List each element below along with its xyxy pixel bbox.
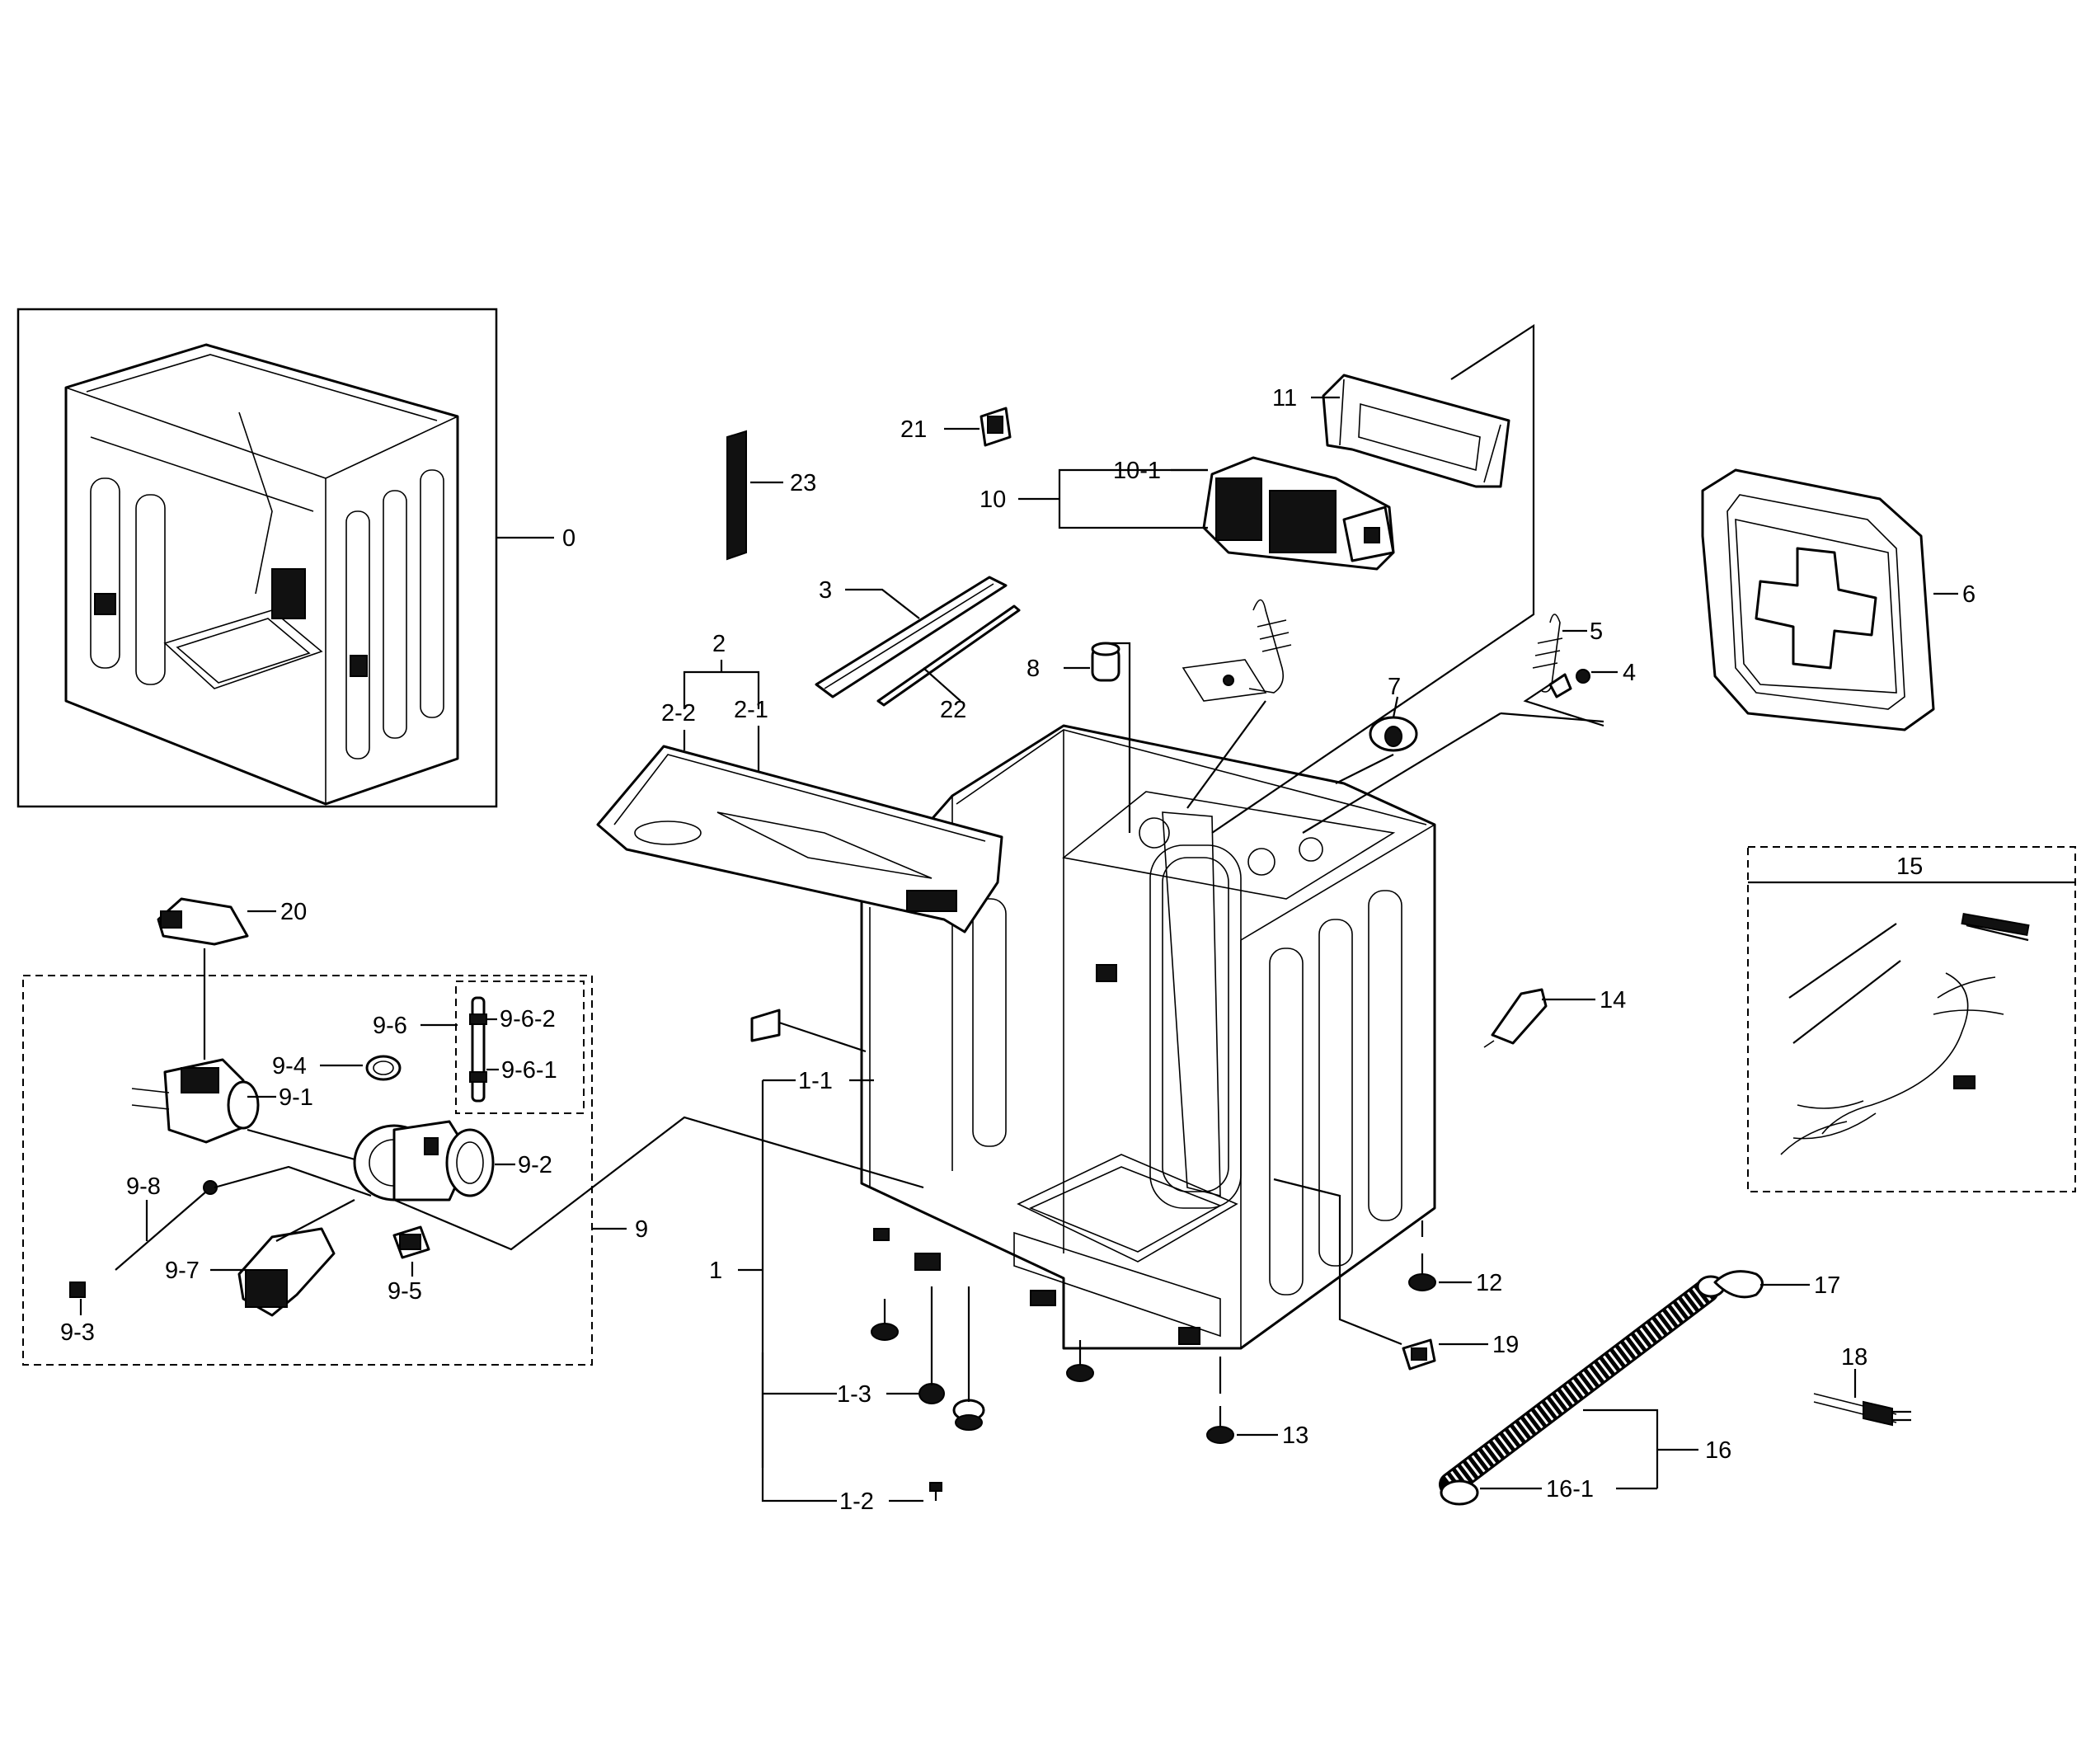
pump-motor-part-9-1 [131, 1058, 260, 1144]
leader-3 [845, 588, 920, 619]
wiring-harness-illustration [1780, 912, 2030, 1155]
o-ring-part-9-4 [365, 1055, 402, 1081]
valve-part-14 [1483, 988, 1548, 1048]
bushing-part-7 [1369, 716, 1418, 752]
label-9-3: 9-3 [60, 1319, 95, 1346]
label-20: 20 [280, 899, 307, 925]
damper-part-8 [1091, 642, 1120, 682]
connector-part-9-5 [392, 1225, 430, 1259]
label-15: 15 [1896, 854, 1923, 880]
label-18: 18 [1841, 1344, 1867, 1371]
clamp-part-9-3 [69, 1281, 86, 1298]
label-4: 4 [1623, 660, 1636, 686]
label-8: 8 [1027, 656, 1040, 682]
hose-end-part-17 [1713, 1270, 1764, 1299]
leader-group-line [1211, 323, 1535, 834]
label-0: 0 [562, 525, 576, 552]
label-9-1: 9-1 [279, 1084, 313, 1111]
label-17: 17 [1814, 1272, 1840, 1299]
label-13: 13 [1282, 1423, 1308, 1449]
foot-part-12 [1408, 1220, 1436, 1291]
leader-16 [1583, 1408, 1659, 1488]
label-6: 6 [1962, 581, 1976, 608]
cover-part-20 [157, 897, 249, 946]
hose-part-9-6 [469, 996, 487, 1103]
wiring-group-box [1747, 846, 2076, 1192]
label-9-6-1: 9-6-1 [501, 1057, 557, 1084]
label-9-6: 9-6 [373, 1013, 407, 1039]
module-part-10 [1202, 456, 1395, 571]
screw-part-4 [1548, 669, 1590, 698]
foot-parts [871, 1286, 1094, 1501]
label-1: 1 [709, 1258, 722, 1284]
label-22: 22 [940, 697, 966, 723]
label-2-2: 2-2 [661, 700, 696, 727]
filter-part-23 [726, 430, 747, 561]
pump-group-box [22, 975, 593, 1366]
cabinet-frame-illustration [860, 724, 1436, 1350]
label-10-1: 10-1 [1113, 458, 1161, 484]
assembly-inset-frame [16, 308, 498, 808]
power-cord-part-18 [1813, 1393, 1911, 1427]
top-front-panel-illustration [596, 745, 1003, 933]
label-12: 12 [1476, 1270, 1502, 1296]
cabinet-assembly-illustration [64, 343, 459, 806]
filter-part-9-7 [237, 1227, 336, 1317]
spring-part-5 [1532, 614, 1563, 693]
rail-part-3 [815, 576, 1008, 698]
label-9-2: 9-2 [518, 1152, 552, 1178]
leader-1 [761, 1080, 837, 1503]
cap-part-19 [1402, 1338, 1436, 1371]
leader-7 [1392, 696, 1399, 718]
switch-part-21 [980, 407, 1012, 447]
label-2-1: 2-1 [734, 697, 768, 723]
label-1-3: 1-3 [837, 1381, 871, 1408]
label-9-5: 9-5 [388, 1278, 422, 1305]
pcb-part-11 [1322, 374, 1510, 488]
label-7: 7 [1388, 674, 1401, 700]
label-1-1: 1-1 [798, 1068, 833, 1094]
label-10: 10 [980, 487, 1006, 513]
bracket-1-1 [750, 1009, 867, 1053]
label-16-1: 16-1 [1546, 1476, 1594, 1503]
gasket-part-6 [1701, 468, 1935, 731]
pump-housing-part-9-2 [353, 1120, 495, 1202]
label-5: 5 [1590, 618, 1603, 645]
label-9-4: 9-4 [272, 1053, 307, 1079]
leader-22 [923, 667, 961, 702]
foot-part-13 [1206, 1357, 1234, 1444]
label-11: 11 [1272, 385, 1297, 411]
label-9-8: 9-8 [126, 1173, 161, 1200]
strip-part-22 [876, 604, 1021, 707]
label-9: 9 [635, 1216, 648, 1243]
label-9-6-2: 9-6-2 [500, 1006, 556, 1032]
hose-subgroup-box [455, 981, 585, 1114]
label-21: 21 [900, 416, 927, 443]
label-16: 16 [1705, 1437, 1731, 1464]
label-14: 14 [1600, 987, 1626, 1013]
drain-hose-part-16 [1439, 1275, 1726, 1506]
label-3: 3 [819, 577, 832, 604]
label-1-2: 1-2 [839, 1488, 874, 1515]
spring-part-left [1182, 599, 1292, 809]
label-23: 23 [790, 470, 816, 496]
label-19: 19 [1492, 1332, 1519, 1358]
label-9-7: 9-7 [165, 1258, 200, 1284]
label-2: 2 [712, 631, 726, 657]
